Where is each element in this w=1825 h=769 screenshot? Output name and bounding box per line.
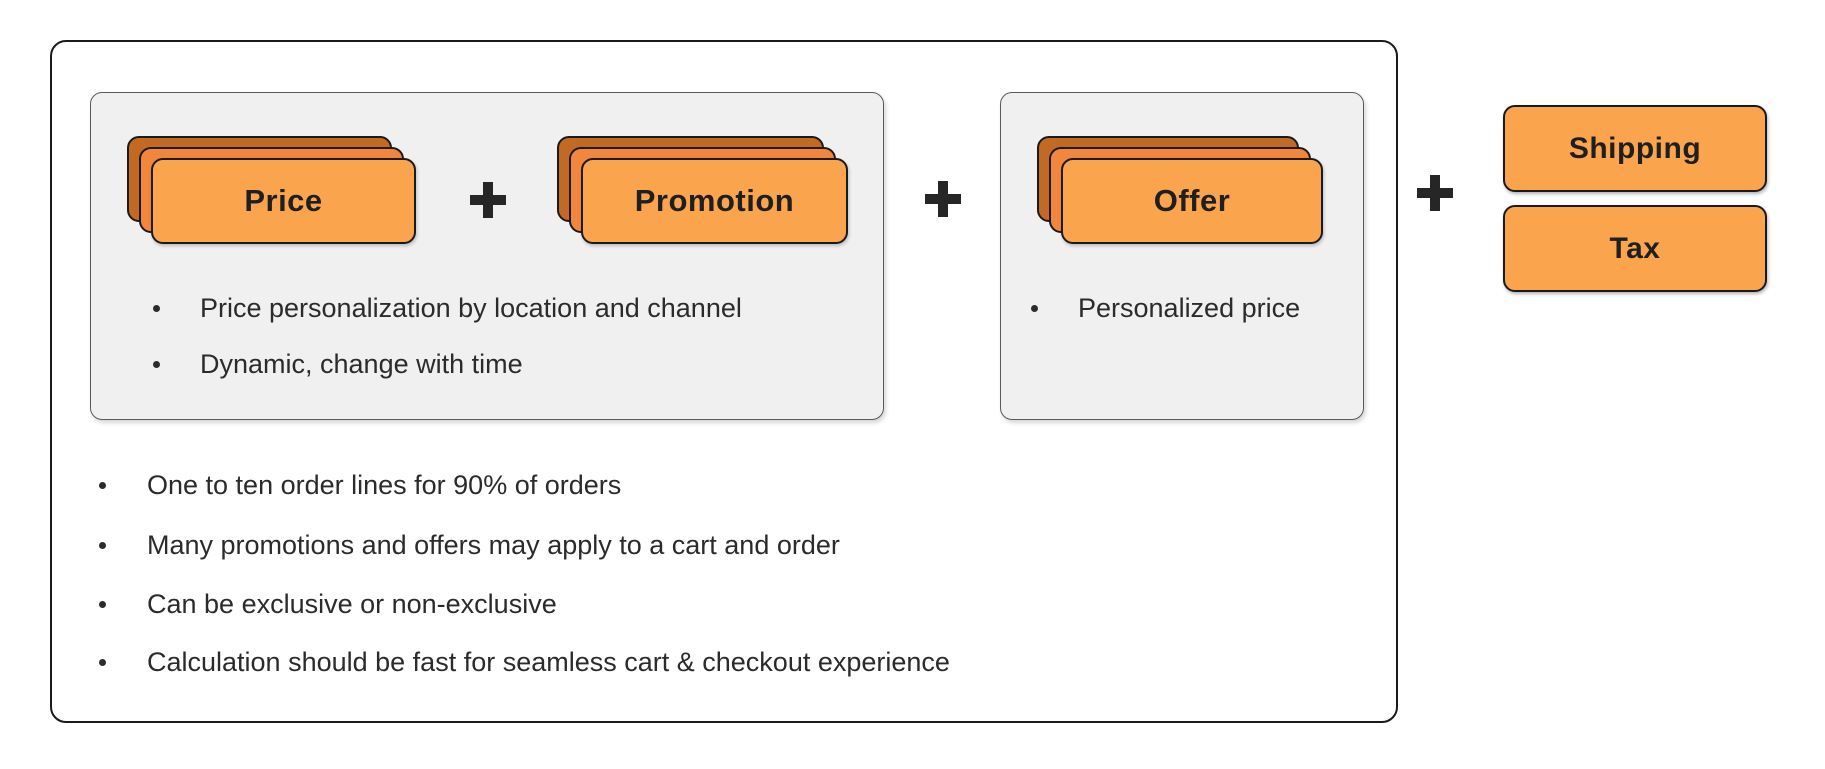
bullet-dot	[99, 541, 106, 549]
list-item: Personalized price	[1031, 290, 1300, 326]
bullet-text: Calculation should be fast for seamless …	[147, 646, 950, 677]
list-item: Many promotions and offers may apply to …	[99, 527, 840, 563]
bullet-dot	[153, 304, 160, 312]
card-offer: Offer	[1061, 158, 1323, 244]
panel-price-promotion: Price Promotion Price personalization by…	[90, 92, 884, 420]
card-promotion: Promotion	[581, 158, 848, 244]
list-item: Price personalization by location and ch…	[153, 290, 742, 326]
bullet-dot	[99, 481, 106, 489]
plus-icon	[470, 182, 506, 218]
card-offer-label: Offer	[1153, 183, 1231, 218]
list-item: Calculation should be fast for seamless …	[99, 644, 950, 680]
bullet-text: Can be exclusive or non-exclusive	[147, 588, 557, 619]
card-stack-offer: Offer	[1037, 136, 1323, 246]
card-stack-price: Price	[127, 136, 416, 246]
card-shipping-label: Shipping	[1568, 131, 1702, 165]
plus-icon	[925, 181, 961, 217]
bullet-dot	[99, 658, 106, 666]
card-price: Price	[151, 158, 416, 244]
card-shipping: Shipping	[1503, 105, 1767, 192]
bullet-text: Dynamic, change with time	[200, 348, 523, 379]
card-stack-promotion: Promotion	[557, 136, 848, 246]
card-price-label: Price	[244, 183, 323, 218]
plus-icon	[1417, 175, 1453, 211]
list-item: Dynamic, change with time	[153, 346, 523, 382]
list-item: One to ten order lines for 90% of orders	[99, 467, 621, 503]
bullet-text: Many promotions and offers may apply to …	[147, 529, 840, 560]
card-promotion-label: Promotion	[634, 183, 795, 218]
panel-offer: Offer Personalized price	[1000, 92, 1364, 420]
bullet-dot	[1031, 304, 1038, 312]
bullet-dot	[153, 360, 160, 368]
list-item: Can be exclusive or non-exclusive	[99, 586, 557, 622]
order-container: Price Promotion Price personalization by…	[50, 40, 1398, 723]
bullet-dot	[99, 600, 106, 608]
card-tax: Tax	[1503, 205, 1767, 292]
bullet-text: Personalized price	[1078, 292, 1301, 323]
bullet-text: One to ten order lines for 90% of orders	[147, 469, 622, 500]
bullet-text: Price personalization by location and ch…	[200, 292, 742, 323]
card-tax-label: Tax	[1609, 231, 1661, 265]
